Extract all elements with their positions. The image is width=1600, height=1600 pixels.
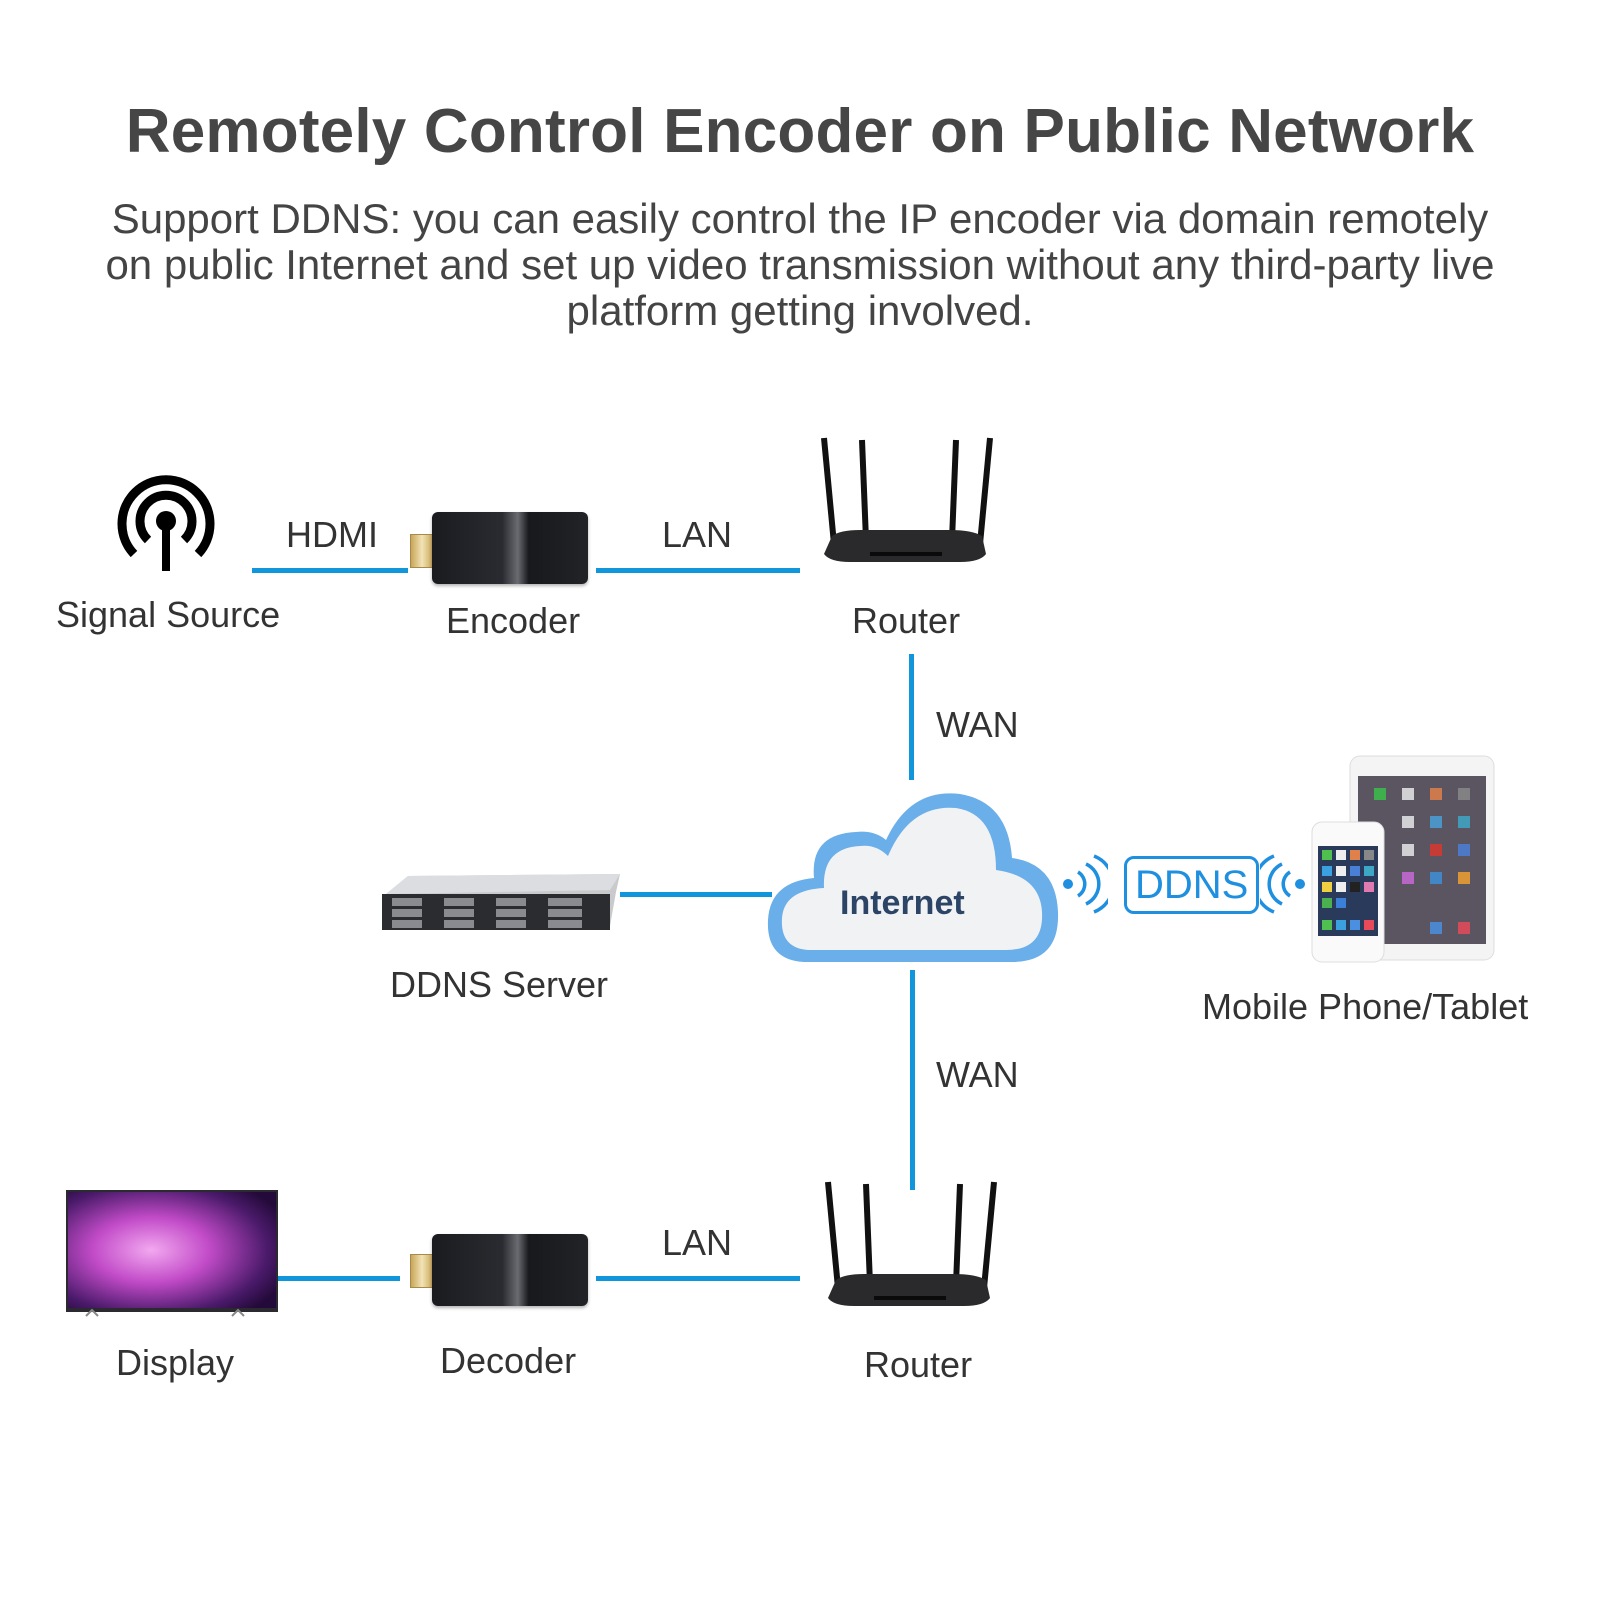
broadcast-antenna-icon xyxy=(112,470,220,578)
wifi-router-icon xyxy=(810,432,1000,572)
wan-link-label-bottom: WAN xyxy=(936,1054,1019,1095)
tv-display-icon xyxy=(66,1190,278,1320)
router-top-label: Router xyxy=(852,600,961,641)
lan-link-line-bottom xyxy=(596,1276,800,1281)
wan-link-label-top: WAN xyxy=(936,704,1019,745)
hdmi-link-line xyxy=(252,568,408,573)
cloud-icon: Internet xyxy=(764,790,1064,966)
internet-label: Internet xyxy=(840,884,965,922)
signal-waves-icon xyxy=(1253,852,1306,916)
server-link-line xyxy=(620,892,772,897)
encoder-label: Encoder xyxy=(446,600,581,641)
wan-link-line-top xyxy=(909,654,914,780)
signal-waves-icon xyxy=(1062,852,1115,916)
subtitle-line: on public Internet and set up video tran… xyxy=(105,241,1495,288)
hdmi-decoder-icon xyxy=(410,1234,590,1312)
display-link-line xyxy=(278,1276,400,1281)
decoder-label: Decoder xyxy=(440,1340,577,1381)
hdmi-encoder-icon xyxy=(410,512,590,592)
mobile-label: Mobile Phone/Tablet xyxy=(1202,986,1529,1027)
lan-link-label-bottom: LAN xyxy=(662,1222,733,1263)
display-label: Display xyxy=(116,1342,235,1383)
wifi-router-icon xyxy=(814,1176,1004,1316)
ddns-badge: DDNS xyxy=(1124,856,1260,914)
lan-link-label-top: LAN xyxy=(662,514,733,555)
router-bottom-label: Router xyxy=(864,1344,973,1385)
phone-tablet-icon xyxy=(1310,754,1496,964)
page-title: Remotely Control Encoder on Public Netwo… xyxy=(125,97,1475,166)
lan-link-line-top xyxy=(596,568,800,573)
rack-server-icon xyxy=(378,870,620,936)
page-subtitle: Support DDNS: you can easily control the… xyxy=(60,196,1540,334)
wan-link-line-bottom xyxy=(910,970,915,1190)
hdmi-link-label: HDMI xyxy=(286,514,378,555)
signal-source-label: Signal Source xyxy=(56,594,281,635)
subtitle-line: Support DDNS: you can easily control the… xyxy=(111,195,1489,242)
subtitle-line: platform getting involved. xyxy=(566,287,1034,334)
ddns-server-label: DDNS Server xyxy=(390,964,609,1005)
